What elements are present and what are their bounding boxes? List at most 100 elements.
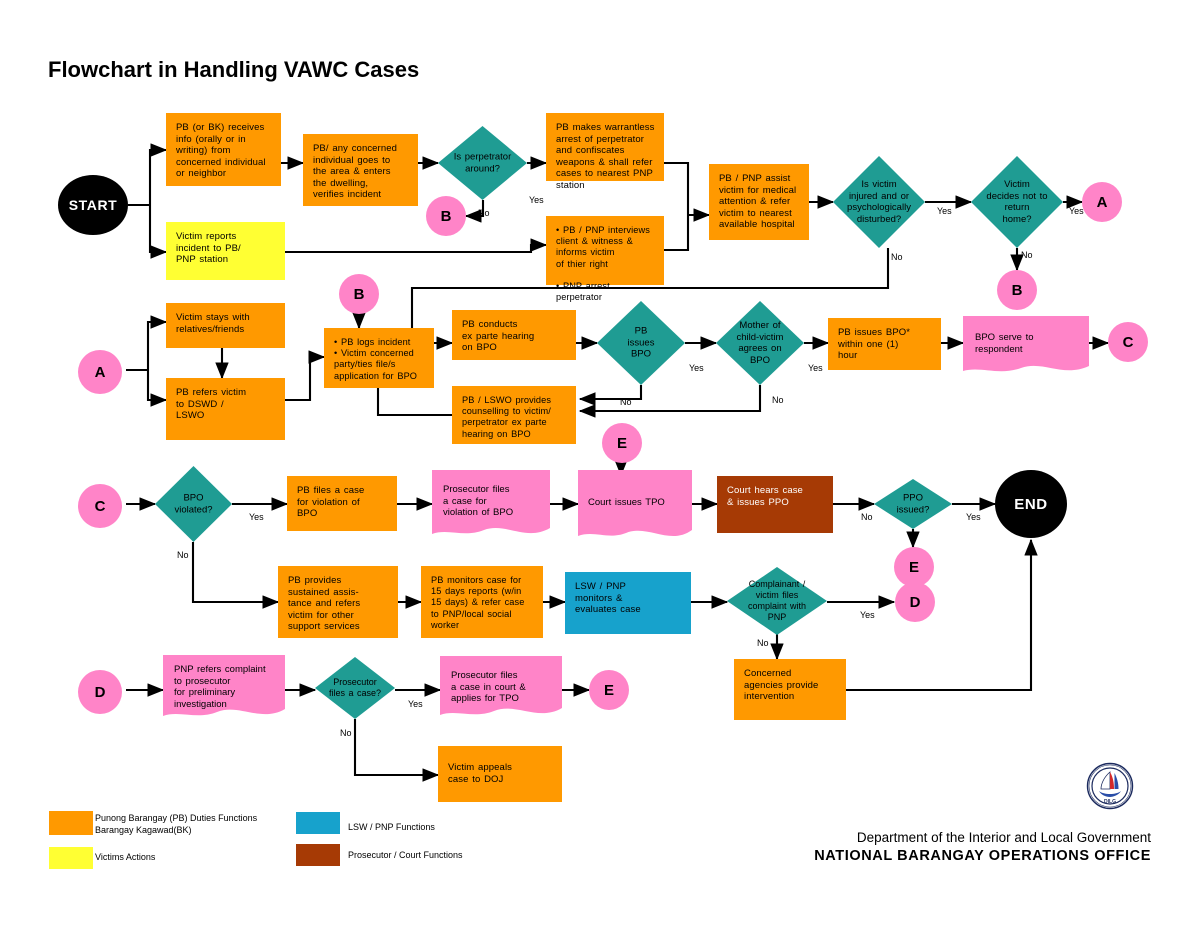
decision-mother-agrees-bpo: Mother of child-victim agrees on BPO <box>716 301 804 385</box>
node-prosecutor-files-court: Prosecutor files a case in court & appli… <box>440 656 562 722</box>
node-label: Court issues TPO <box>588 497 665 508</box>
connector-d-row4: D <box>895 582 935 622</box>
start-terminator: START <box>58 175 128 235</box>
node-pnp-refers-prosecutor: PNP refers complaint to prosecutor for p… <box>163 655 285 723</box>
dilg-seal-icon: DILG <box>1086 762 1134 810</box>
node-label: PB / LSWO provides counselling to victim… <box>462 395 552 439</box>
footer-office: NATIONAL BARANGAY OPERATIONS OFFICE <box>814 848 1151 864</box>
decision-is-perpetrator-around: Is perpetrator around? <box>438 126 527 200</box>
document-shape <box>963 316 1089 372</box>
node-label: Mother of child-victim agrees on BPO <box>736 319 784 366</box>
decision-prosecutor-files-case: Prosecutor files a case? <box>315 657 395 719</box>
node-label: PB (or BK) receives info (orally or in w… <box>176 122 266 180</box>
node-label: Prosecutor files a case? <box>328 677 382 698</box>
node-pb-conducts-ex-parte-hearing: PB conducts ex parte hearing on BPO <box>452 310 576 360</box>
node-label: PB issues BPO* within one (1) hour <box>838 327 911 362</box>
node-pb-lswo-counselling: PB / LSWO provides counselling to victim… <box>452 386 576 444</box>
node-label: PB issues BPO <box>627 325 655 360</box>
edge-label-perp-no: No <box>478 208 490 218</box>
node-pb-refers-dswd: PB refers victim to DSWD / LSWO <box>166 378 285 440</box>
edge-label-mother-no: No <box>772 395 784 405</box>
page-title: Flowchart in Handling VAWC Cases <box>48 57 420 82</box>
document-shape <box>440 656 562 715</box>
connector-b-perpetrator: B <box>426 196 466 236</box>
edge-label-injured-yes: Yes <box>937 206 952 216</box>
end-terminator: END <box>995 470 1067 538</box>
decision-victim-decides-not-return: Victim decides not to return home? <box>971 156 1063 248</box>
edge-label-bpo-yes: Yes <box>689 363 704 373</box>
edge-label-prosecutor-no: No <box>340 728 352 738</box>
node-pb-files-case-violation: PB files a case for violation of BPO <box>287 476 397 531</box>
node-pb-issues-bpo-one-hour: PB issues BPO* within one (1) hour <box>828 318 941 370</box>
node-label: Prosecutor files a case for violation of… <box>443 484 514 519</box>
decision-pb-issues-bpo: PB issues BPO <box>597 301 685 385</box>
legend-swatch-lsw <box>296 812 340 834</box>
connector-e-ppo: E <box>894 547 934 587</box>
node-court-issues-tpo: Court issues TPO <box>578 470 692 546</box>
edge-label-complaint-no: No <box>757 638 769 648</box>
node-pb-provides-sustained-assistance: PB provides sustained assis- tance and r… <box>278 566 398 638</box>
connector-d-row5: D <box>78 670 122 714</box>
node-pb-receives-info: PB (or BK) receives info (orally or in w… <box>166 113 281 186</box>
node-label: Court hears case & issues PPO <box>727 485 803 508</box>
legend-label-prosecutor: Prosecutor / Court Functions <box>348 850 463 860</box>
decision-is-victim-injured: Is victim injured and or psychologically… <box>833 156 925 248</box>
document-shape <box>163 655 285 716</box>
connector-a-row2: A <box>78 350 122 394</box>
edge-label-complaint-yes: Yes <box>860 610 875 620</box>
legend-label-pb: Punong Barangay (PB) Duties Functions Ba… <box>95 813 258 835</box>
node-label: PB provides sustained assis- tance and r… <box>288 575 361 633</box>
node-label: PB monitors case for 15 days reports (w/… <box>431 575 525 630</box>
node-label: Victim reports incident to PB/ PNP stati… <box>176 231 241 266</box>
node-label: PB/ any concerned individual goes to the… <box>313 143 397 201</box>
node-label: PB / PNP assist victim for medical atten… <box>719 173 797 231</box>
legend-label-lsw: LSW / PNP Functions <box>348 822 435 832</box>
connector-a-row1: A <box>1082 182 1122 222</box>
svg-text:DILG: DILG <box>1104 799 1116 805</box>
edge-label-ppo-no: No <box>861 512 873 522</box>
node-pb-monitors-case: PB monitors case for 15 days reports (w/… <box>421 566 543 638</box>
node-court-hears-case: Court hears case & issues PPO <box>717 476 833 533</box>
edge-label-perp-yes: Yes <box>529 195 544 205</box>
edge-label-prosecutor-yes: Yes <box>408 699 423 709</box>
connector-b-row1: B <box>997 270 1037 310</box>
node-concerned-agencies-intervention: Concerned agencies provide intervention <box>734 659 846 720</box>
node-pb-goes-to-area: PB/ any concerned individual goes to the… <box>303 134 418 206</box>
node-label: PB refers victim to DSWD / LSWO <box>176 387 247 422</box>
node-lsw-pnp-monitors: LSW / PNP monitors & evaluates case <box>565 572 691 634</box>
node-prosecutor-files-violation: Prosecutor files a case for violation of… <box>432 470 550 542</box>
decision-ppo-issued: PPO issued? <box>874 479 952 529</box>
node-label: Concerned agencies provide intervention <box>744 668 819 703</box>
edge-label-injured-no: No <box>891 252 903 262</box>
node-label: PNP refers complaint to prosecutor for p… <box>174 664 266 710</box>
decision-bpo-violated: BPO violated? <box>155 466 232 542</box>
node-victim-reports: Victim reports incident to PB/ PNP stati… <box>166 222 285 280</box>
document-shape <box>432 470 550 534</box>
decision-complainant-files-complaint: Complainant / victim files complaint wit… <box>727 567 827 635</box>
node-label: PPO issued? <box>896 492 930 515</box>
node-label: Is victim injured and or psychologically… <box>847 178 911 225</box>
node-label: PB makes warrantless arrest of perpetrat… <box>556 122 655 191</box>
node-warrantless-arrest: PB makes warrantless arrest of perpetrat… <box>546 113 664 191</box>
node-label: • PB / PNP interviews client & witness &… <box>556 225 650 303</box>
edge-label-mother-yes: Yes <box>808 363 823 373</box>
node-pb-logs-incident: • PB logs incident • Victim concerned pa… <box>324 328 434 388</box>
node-label: PB conducts ex parte hearing on BPO <box>462 319 535 354</box>
legend-label-victim: Victims Actions <box>95 852 156 862</box>
connector-c-row3: C <box>78 484 122 528</box>
document-shape <box>578 470 692 537</box>
node-label: PB files a case for violation of BPO <box>297 485 365 520</box>
node-label: LSW / PNP monitors & evaluates case <box>575 581 641 616</box>
node-bpo-serve-to-respondent: BPO serve to respondent <box>963 316 1089 378</box>
connector-c-row2: C <box>1108 322 1148 362</box>
node-label: Victim appeals case to DOJ <box>448 762 513 785</box>
node-assist-victim-medical: PB / PNP assist victim for medical atten… <box>709 164 809 240</box>
footer-department: Department of the Interior and Local Gov… <box>856 830 1151 845</box>
node-victim-stays-relatives: Victim stays with relatives/friends <box>166 303 285 348</box>
node-label: Complainant / victim files complaint wit… <box>747 579 807 622</box>
edge-label-return-no: No <box>1021 250 1033 260</box>
edge-label-violated-yes: Yes <box>249 512 264 522</box>
node-label: Victim stays with relatives/friends <box>176 312 250 335</box>
node-pb-pnp-interviews: • PB / PNP interviews client & witness &… <box>546 216 664 302</box>
node-label: Is perpetrator around? <box>453 151 512 174</box>
